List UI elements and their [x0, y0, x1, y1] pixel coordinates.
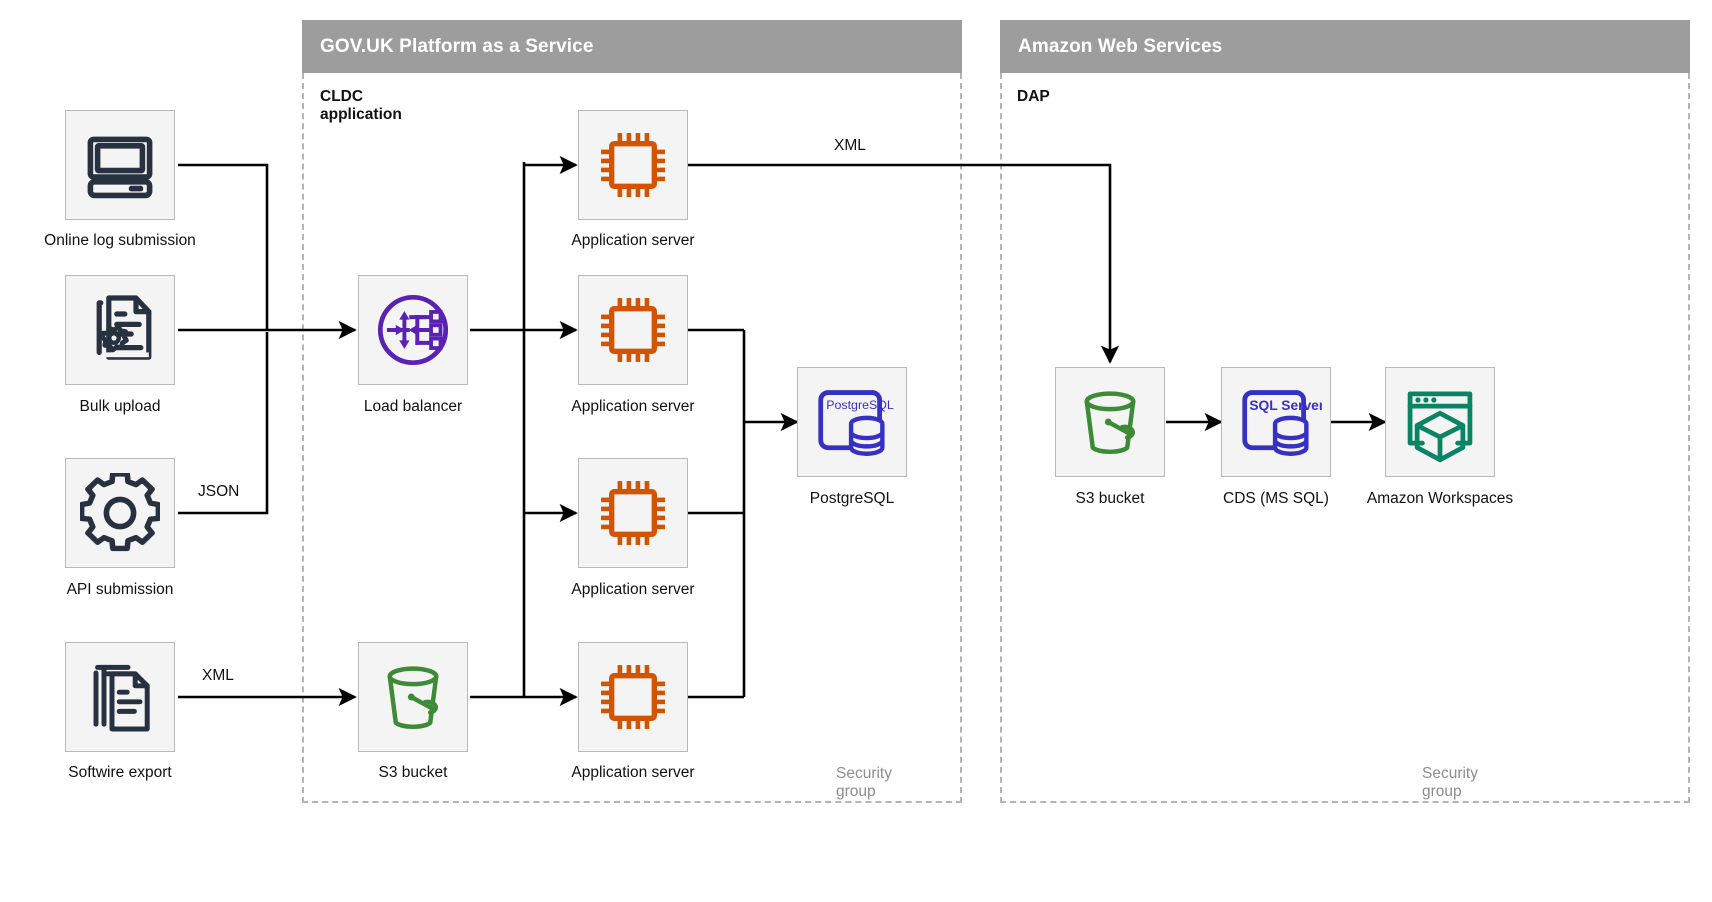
node-box-s3-bucket-aws[interactable] — [1055, 367, 1165, 477]
security-group-label-aws: Security group — [1422, 765, 1478, 800]
group-body-aws — [1000, 73, 1690, 803]
edge-label-xml-appserver: XML — [830, 137, 870, 155]
node-label-s3-bucket-aws: S3 bucket — [1075, 490, 1145, 507]
node-box-load-balancer[interactable] — [358, 275, 468, 385]
group-header-aws: Amazon Web Services — [1000, 20, 1690, 73]
s3-bucket-icon — [387, 666, 439, 730]
postgresql-icon: PostgreSQL — [818, 390, 894, 456]
node-box-bulk-upload[interactable] — [65, 275, 175, 385]
node-label-softwire-export: Softwire export — [68, 764, 172, 781]
node-box-api-submission[interactable] — [65, 458, 175, 568]
node-box-app-server-3[interactable] — [578, 458, 688, 568]
document-gear-icon — [96, 295, 152, 360]
node-box-softwire-export[interactable] — [65, 642, 175, 752]
group-header-paas: GOV.UK Platform as a Service — [302, 20, 962, 73]
node-label-bulk-upload: Bulk upload — [79, 398, 161, 415]
cpu-chip-icon — [601, 133, 665, 197]
node-label-app-server-2: Application server — [571, 398, 695, 415]
edge-label-json: JSON — [194, 483, 244, 501]
group-sublabel-cldc-application: CLDC application — [320, 88, 402, 123]
stacked-documents-icon — [93, 664, 150, 732]
cpu-chip-icon — [601, 481, 665, 545]
node-label-app-server-3: Application server — [571, 581, 695, 598]
node-label-app-server-1: Application server — [571, 232, 695, 249]
node-label-api-submission: API submission — [66, 581, 174, 598]
node-label-s3-bucket-paas: S3 bucket — [378, 764, 448, 781]
amazon-workspaces-icon — [1407, 391, 1473, 463]
sql-server-icon: SQL Server — [1242, 390, 1322, 456]
edge-label-xml-softwire: XML — [198, 667, 238, 685]
cpu-chip-icon — [601, 298, 665, 362]
node-label-cds-ms-sql: CDS (MS SQL) — [1223, 490, 1329, 507]
node-label-online-log-submission: Online log submission — [44, 232, 196, 249]
node-label-postgresql: PostgreSQL — [809, 490, 895, 507]
gear-icon — [80, 473, 160, 552]
node-box-postgresql[interactable]: PostgreSQL — [797, 367, 907, 477]
security-group-label-paas: Security group — [836, 765, 892, 800]
node-box-online-log-submission[interactable] — [65, 110, 175, 220]
node-label-amazon-workspaces: Amazon Workspaces — [1366, 490, 1514, 507]
node-label-app-server-4: Application server — [571, 764, 695, 781]
postgresql-icon-text: PostgreSQL — [826, 398, 894, 412]
desktop-computer-icon — [87, 136, 153, 199]
node-label-load-balancer: Load balancer — [363, 398, 463, 415]
node-box-cds-ms-sql[interactable]: SQL Server — [1221, 367, 1331, 477]
node-box-app-server-1[interactable] — [578, 110, 688, 220]
s3-bucket-icon — [1084, 391, 1136, 455]
sql-server-icon-text: SQL Server — [1249, 398, 1322, 413]
node-box-app-server-4[interactable] — [578, 642, 688, 752]
group-sublabel-dap: DAP — [1017, 88, 1050, 105]
load-balancer-icon — [377, 294, 449, 366]
cpu-chip-icon — [601, 665, 665, 729]
node-box-s3-bucket-paas[interactable] — [358, 642, 468, 752]
node-box-app-server-2[interactable] — [578, 275, 688, 385]
group-body-paas — [302, 73, 962, 803]
node-box-amazon-workspaces[interactable] — [1385, 367, 1495, 477]
